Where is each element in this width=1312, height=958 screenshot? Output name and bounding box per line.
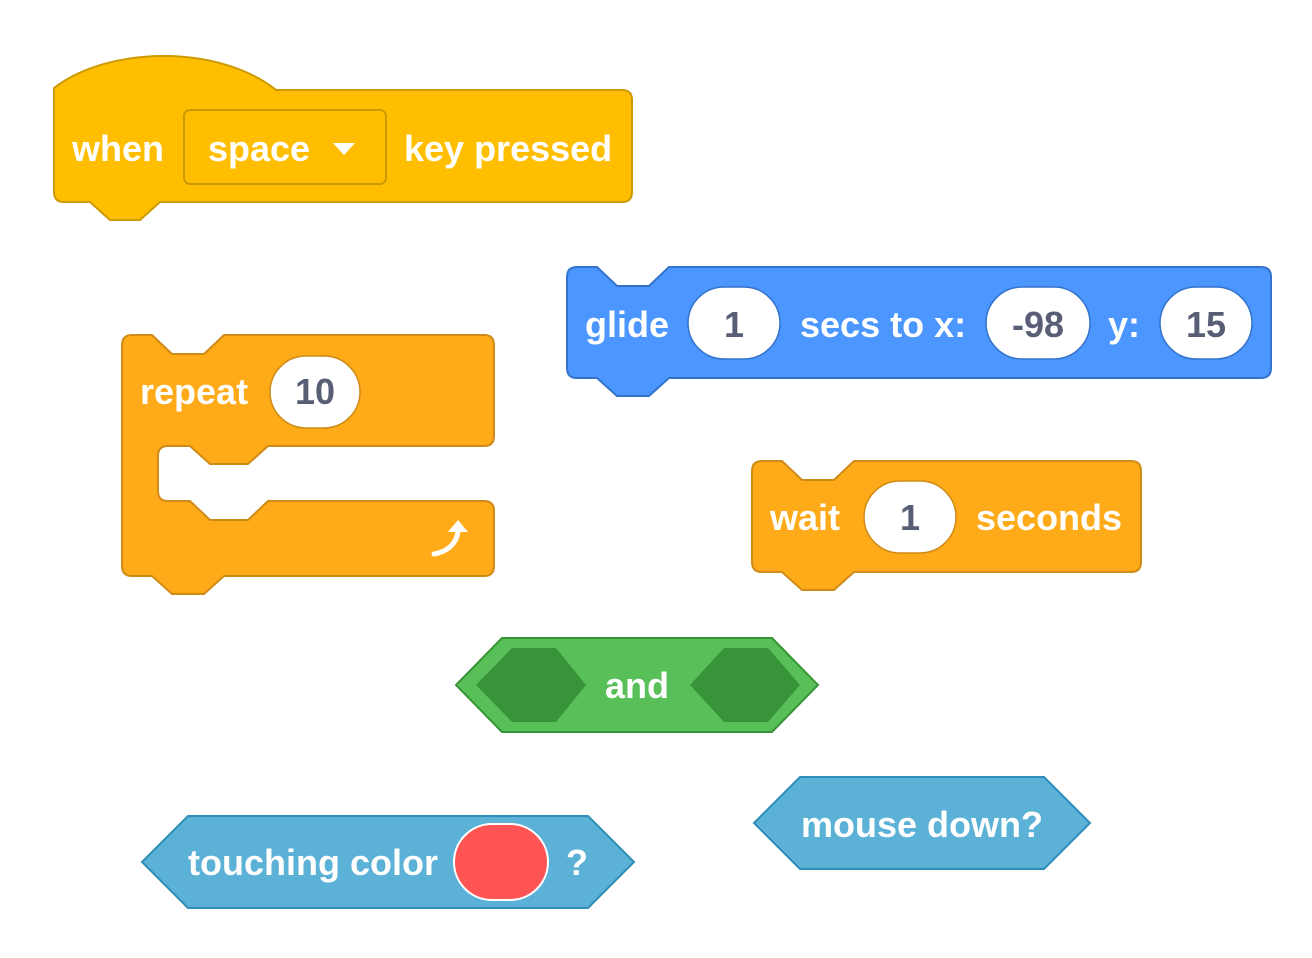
mouse-down-shape [752, 776, 1092, 870]
wait-secs-input[interactable] [863, 480, 957, 554]
glide-block[interactable]: glide 1 secs to x: -98 y: 15 [566, 266, 1272, 397]
key-dropdown-value: space [208, 128, 310, 169]
and-label: and [605, 665, 669, 706]
touching-color-question: ? [566, 842, 588, 883]
glide-y-value: 15 [1186, 304, 1226, 345]
color-swatch-input[interactable] [453, 823, 549, 901]
key-dropdown[interactable]: space [183, 109, 387, 185]
glide-y-label: y: [1108, 304, 1140, 345]
touching-color-block[interactable]: touching color ? [140, 815, 636, 909]
glide-x-input[interactable] [985, 286, 1091, 360]
caret-down-icon [333, 143, 355, 155]
key-pressed-label: key pressed [404, 128, 612, 169]
and-left-slot[interactable] [476, 648, 586, 722]
glide-secs-to-x-label: secs to x: [800, 304, 966, 345]
touching-color-label: touching color [188, 842, 438, 883]
key-dropdown-box[interactable] [183, 109, 387, 185]
repeat-label: repeat [140, 371, 248, 412]
and-operator-block[interactable]: and [454, 637, 820, 733]
glide-y-input[interactable] [1159, 286, 1253, 360]
loop-arrow-icon [431, 520, 468, 557]
when-key-pressed-block[interactable]: when space key pressed [53, 55, 633, 221]
wait-label: wait [769, 497, 840, 538]
wait-secs-value: 1 [900, 497, 920, 538]
glide-x-value: -98 [1012, 304, 1064, 345]
and-right-slot[interactable] [690, 648, 800, 722]
repeat-count-input[interactable] [269, 355, 361, 429]
glide-label: glide [585, 304, 669, 345]
repeat-shape [121, 334, 495, 595]
mouse-down-label: mouse down? [801, 804, 1043, 845]
when-label: when [71, 128, 164, 169]
wait-seconds-label: seconds [976, 497, 1122, 538]
repeat-count-value: 10 [295, 371, 335, 412]
repeat-block[interactable]: repeat 10 [121, 334, 495, 595]
wait-block[interactable]: wait 1 seconds [751, 460, 1142, 591]
mouse-down-block[interactable]: mouse down? [752, 776, 1092, 870]
glide-secs-value: 1 [724, 304, 744, 345]
glide-secs-input[interactable] [687, 286, 781, 360]
